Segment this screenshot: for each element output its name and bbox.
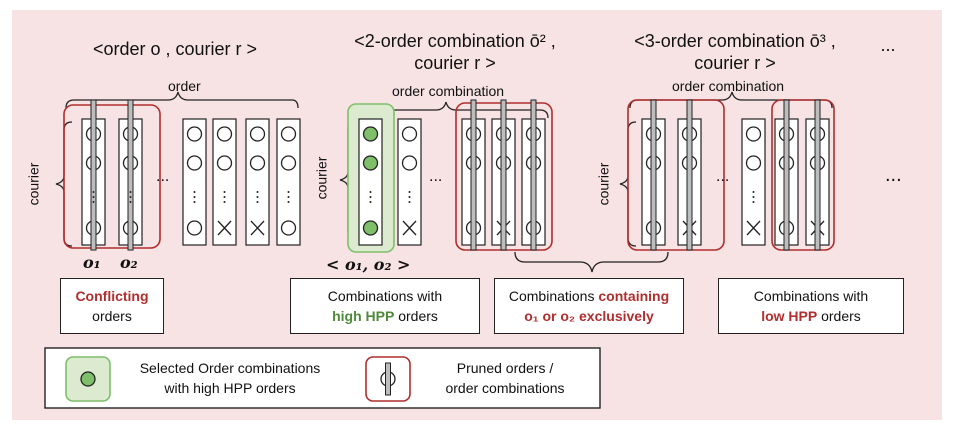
pruned-box-containing-3: [627, 99, 725, 251]
legend-pruned-line2: order combinations: [445, 380, 565, 396]
column-ellipsis-3: ...: [716, 168, 730, 185]
box-high-line1: Combinations with: [327, 288, 443, 304]
label-o1: o₁: [83, 253, 101, 272]
column-5: [245, 118, 270, 246]
box-low-rest: orders: [817, 308, 861, 324]
box-containing-word: containing: [598, 288, 670, 304]
legend-selected-line2: with high HPP orders: [164, 380, 296, 396]
box-low-word: low HPP: [761, 308, 818, 324]
header-order: order: [168, 78, 201, 94]
column-ellipsis-2: ...: [429, 168, 443, 185]
box-containing-line1: Combinations containing: [495, 286, 683, 306]
pruned-box-low-hpp: [771, 99, 835, 251]
title-3-order-line1: <3-order combination ō³ ,: [634, 31, 836, 51]
box-low-hpp: Combinations with low HPP orders: [718, 278, 904, 334]
title-ellipsis: ...: [868, 34, 908, 56]
order-brace-1: [65, 91, 299, 109]
header-order-combination-3: order combination: [672, 78, 785, 94]
title-2-order-line1: <2-order combination ō² ,: [354, 31, 556, 51]
column-3: [182, 118, 207, 246]
title-order-courier: <order o , courier r >: [60, 38, 290, 60]
column-ellipsis-1: ...: [156, 168, 170, 185]
legend-pruned-line1: Pruned orders /: [456, 360, 554, 376]
legend-pruned-text: Pruned orders / order combinations: [420, 358, 590, 398]
containing-brace: [514, 251, 669, 273]
box-conflicting: Conflicting orders: [60, 278, 164, 334]
legend-selected-text: Selected Order combinations with high HP…: [120, 358, 340, 398]
legend-container: [44, 347, 601, 409]
header-order-combination-2: order combination: [392, 83, 505, 99]
label-pair: < o₁, o₂ >: [326, 255, 411, 274]
box-conflicting-word: Conflicting: [75, 288, 149, 304]
title-order-courier-text: <order o , courier r >: [92, 39, 258, 59]
title-2-order: <2-order combination ō² , courier r >: [330, 30, 580, 74]
box-high-rest: orders: [394, 308, 438, 324]
pruned-box-conflicting: [63, 104, 161, 249]
title-3-order: <3-order combination ō³ , courier r >: [610, 30, 860, 74]
box-containing-exclusively: Combinations containing o₁ or o₂ exclusi…: [494, 278, 684, 334]
group-ellipsis: ...: [885, 164, 902, 186]
label-o2: o₂: [120, 253, 138, 272]
title-2-order-line2: courier r >: [414, 53, 496, 73]
title-ellipsis-text: ...: [880, 35, 896, 55]
box-high-word: high HPP: [332, 308, 395, 324]
box-low-line2: low HPP orders: [719, 306, 903, 326]
legend-selected-line1: Selected Order combinations: [139, 360, 321, 376]
box-high-line2: high HPP orders: [291, 306, 479, 326]
column-6: [276, 118, 301, 246]
box-low-line1: Combinations with: [753, 288, 869, 304]
box-containing-line1-a: Combinations: [508, 288, 599, 304]
box-high-hpp: Combinations with high HPP orders: [290, 278, 480, 334]
column-4: [212, 118, 237, 246]
box-conflicting-rest: orders: [92, 308, 132, 324]
title-3-order-line2: courier r >: [694, 53, 776, 73]
box-containing-line2: o₁ or o₂ exclusively: [524, 308, 654, 324]
